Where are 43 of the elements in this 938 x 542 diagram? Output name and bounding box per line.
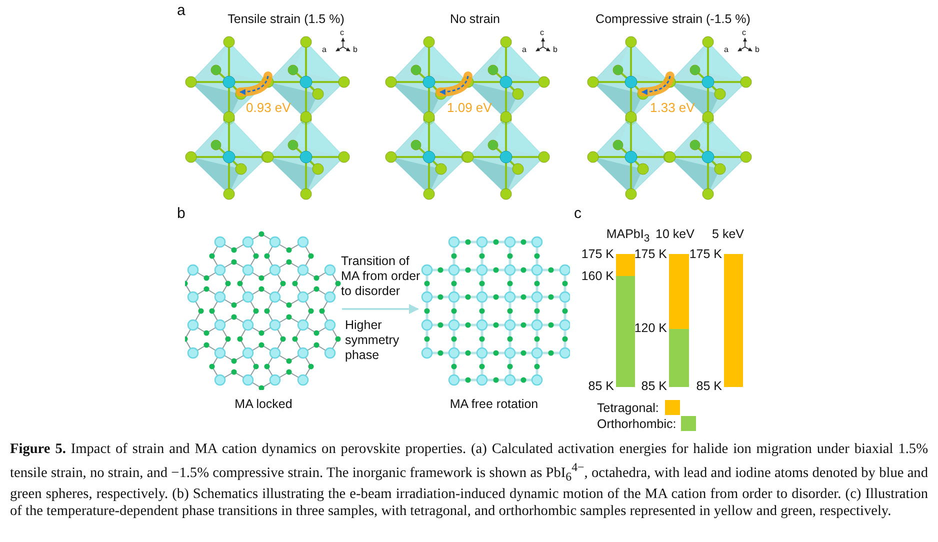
bar xyxy=(616,276,635,387)
energy-label: 0.93 eV xyxy=(246,100,291,116)
panel-title: Tensile strain (1.5 %) xyxy=(228,12,344,27)
panel-letter: a xyxy=(177,2,186,20)
temperature-label: 175 K xyxy=(689,247,722,262)
bar xyxy=(724,254,743,387)
temperature-label: 175 K xyxy=(634,247,667,262)
axis-label: b xyxy=(755,45,760,55)
lattice-drawing xyxy=(185,230,342,390)
temperature-label: 85 K xyxy=(641,379,667,394)
panel-title: No strain xyxy=(450,12,500,27)
bar xyxy=(669,329,689,387)
bar xyxy=(669,254,689,329)
axis-label: b xyxy=(553,45,558,55)
axis-label: c xyxy=(540,28,544,38)
lattice-caption: MA free rotation xyxy=(450,397,538,412)
temperature-label: 175 K xyxy=(581,247,614,262)
column-header: MAPbI$_{3}$ xyxy=(606,227,650,246)
bar xyxy=(616,254,635,276)
axis-label: a xyxy=(522,45,526,55)
axis-label: a xyxy=(322,45,326,55)
column-header: 10 keV xyxy=(656,227,694,242)
temperature-label: 120 K xyxy=(634,321,667,336)
panel-letter: b xyxy=(177,205,186,223)
panel-title: Compressive strain (-1.5 %) xyxy=(596,12,750,27)
energy-label: 1.33 eV xyxy=(650,100,695,116)
annotation-text: Higher symmetry phase xyxy=(345,318,400,363)
axis-label: c xyxy=(742,28,746,38)
panel-letter: c xyxy=(574,205,582,223)
legend-label: Tetragonal: xyxy=(597,401,659,416)
axis-label: b xyxy=(353,45,358,55)
energy-label: 1.09 eV xyxy=(447,100,492,116)
legend-label: Orthorhombic: xyxy=(597,417,676,432)
arrow xyxy=(342,304,419,314)
temperature-label: 85 K xyxy=(696,379,722,394)
temperature-label: 85 K xyxy=(588,379,614,394)
column-header: 5 keV xyxy=(712,227,744,242)
axis-label: a xyxy=(724,45,728,55)
axis-label: c xyxy=(340,28,344,38)
temperature-label: 160 K xyxy=(581,269,614,284)
lattice-caption: MA locked xyxy=(234,397,292,412)
edge-label: Transition of MA from order to disorder xyxy=(341,254,422,299)
figure-caption: Figure 5. Impact of strain and MA cation dynamics on perovskite properties. (a) Calculated activation energies for halide ion migration under biaxial 1.5% tensile strain, no strain, and −1.5% compressive strain. The inorganic framework is shown as PbI$_{6}$$^{4−}$, octahedra, with lead and iodine atoms denoted by blue and green spheres, respectively. (b) Schematics illustrating the e-beam irradiation-induced dynamic motion of the MA cation from order to disorder. (c) Illustration of the temperature-dependent phase transitions in three samples, with tetragonal, and orthorhombic samples represented in yellow and green, respectively. xyxy=(10,441,928,521)
